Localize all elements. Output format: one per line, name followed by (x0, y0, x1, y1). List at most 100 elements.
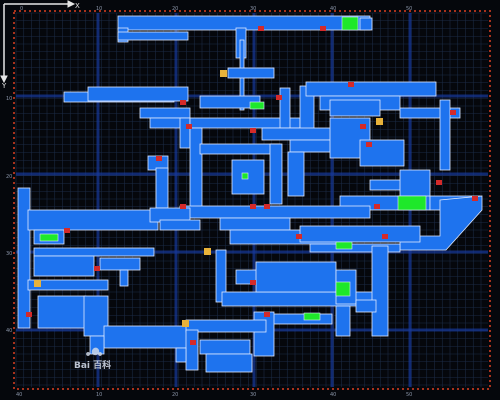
left-tick: 20 (6, 174, 12, 180)
red-door-icon (348, 82, 354, 87)
map-room (119, 269, 129, 287)
map-room (27, 209, 159, 231)
save-room-icon (335, 281, 351, 297)
save-room-icon (341, 16, 359, 31)
map-room (399, 107, 461, 119)
map-room (37, 295, 87, 329)
bottom-tick: 10 (96, 392, 102, 398)
map-room (255, 261, 337, 293)
top-tick: 0 (20, 6, 23, 12)
map-room (279, 87, 291, 129)
x-axis-label: X (75, 2, 80, 10)
bottom-tick: 50 (406, 392, 412, 398)
red-door-icon (186, 124, 192, 129)
left-tick: 30 (6, 251, 12, 257)
top-tick: 20 (172, 6, 178, 12)
map-room (261, 127, 333, 141)
map-frame (13, 10, 491, 390)
bottom-tick: 40 (16, 392, 22, 398)
red-door-icon (94, 266, 100, 271)
save-room-icon (397, 195, 427, 211)
left-tick: 40 (6, 328, 12, 334)
map-room (179, 205, 371, 219)
top-tick: 10 (96, 6, 102, 12)
map-room (305, 81, 437, 97)
map-room (329, 99, 381, 117)
map-room (371, 245, 389, 337)
yellow-door-icon (376, 118, 383, 125)
map-room (33, 247, 155, 257)
watermark-text: Bai 百科 (74, 359, 111, 371)
map-room (335, 305, 351, 337)
map-room (199, 339, 251, 355)
map-room (179, 117, 191, 149)
save-room-icon (241, 172, 249, 180)
map-room (215, 249, 227, 303)
map-room (99, 257, 141, 271)
red-doors (26, 26, 478, 345)
red-door-icon (156, 156, 162, 161)
yellow-door-icon (220, 70, 227, 77)
y-axis-label: Y (1, 82, 7, 90)
map-room (155, 167, 169, 209)
bottom-tick: 20 (172, 392, 178, 398)
map-room (359, 17, 373, 31)
red-door-icon (436, 180, 442, 185)
red-door-icon (366, 142, 372, 147)
red-door-icon (180, 100, 186, 105)
map-room (199, 143, 281, 155)
axis-arrows (0, 0, 76, 84)
red-door-icon (472, 196, 478, 201)
save-room-icon (39, 233, 59, 242)
map-room (271, 313, 333, 325)
red-door-icon (374, 204, 380, 209)
map-room (87, 86, 189, 102)
red-door-icon (276, 95, 282, 100)
bottom-tick: 30 (250, 392, 256, 398)
red-door-icon (190, 340, 196, 345)
save-room-icon (335, 241, 353, 250)
red-door-icon (258, 26, 264, 31)
map-room (299, 225, 421, 243)
map-room (185, 329, 199, 371)
map-room (289, 139, 335, 153)
map-room (355, 299, 377, 313)
red-door-icon (26, 312, 32, 317)
watermark: Bai 百科 (74, 347, 111, 371)
red-door-icon (264, 312, 270, 317)
red-door-icon (382, 234, 388, 239)
map-room (287, 151, 305, 197)
map-room (253, 311, 275, 357)
red-door-icon (250, 280, 256, 285)
map-room (117, 31, 189, 41)
red-door-icon (250, 128, 256, 133)
top-tick-labels: 0 10 20 30 40 50 (20, 6, 412, 12)
red-door-icon (264, 204, 270, 209)
paw-logo-icon (86, 347, 103, 356)
yellow-doors (34, 70, 383, 327)
map-room (439, 99, 451, 171)
map-room (139, 107, 191, 119)
top-tick: 30 (250, 6, 256, 12)
map-room (227, 67, 275, 79)
save-room-icon (303, 312, 321, 321)
map-room (189, 127, 203, 209)
red-door-icon (250, 204, 256, 209)
map-room (309, 243, 401, 253)
save-rooms (39, 16, 427, 321)
map-room (269, 143, 283, 205)
map-room (27, 279, 109, 291)
bottom-tick: 40 (330, 392, 336, 398)
map-room (17, 187, 31, 329)
left-tick-labels: 10 20 30 40 (6, 96, 12, 334)
red-door-icon (64, 228, 70, 233)
map-room (103, 325, 189, 349)
map-room (33, 255, 95, 277)
map-room (399, 195, 483, 251)
map-rooms (17, 15, 483, 373)
map-room (159, 219, 201, 231)
map-room (219, 217, 291, 231)
map-room (175, 347, 187, 363)
bottom-tick-labels: 40 10 20 30 40 50 (16, 392, 412, 398)
